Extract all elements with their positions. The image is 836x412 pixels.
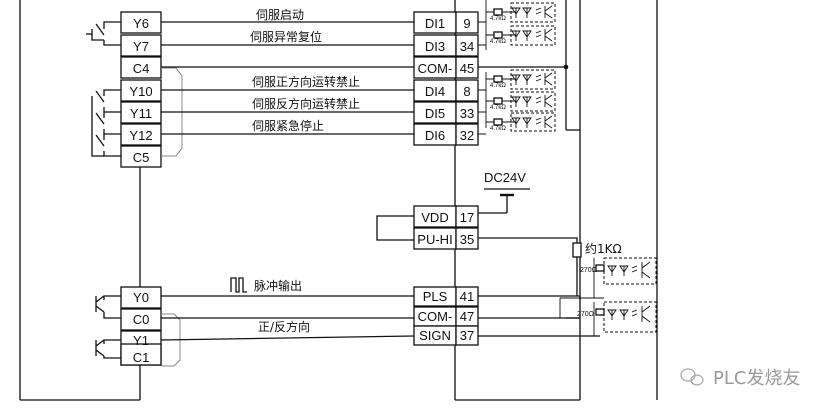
opto-resistor-label-1: 270Ω xyxy=(580,267,597,274)
servo-pin-di3: 34 xyxy=(460,39,474,54)
servo-label-pls: PLS xyxy=(423,289,448,304)
plc-terminal-c4: C4 xyxy=(133,61,150,76)
svg-text:4.7kΩ: 4.7kΩ xyxy=(490,39,506,45)
servo-label-com-1: COM- xyxy=(418,61,453,76)
dc24v-supply: DC24V xyxy=(478,170,530,214)
plc-terminal-c1: C1 xyxy=(133,350,150,365)
plc-terminal-y7: Y7 xyxy=(133,39,149,54)
plc-terminal-c5: C5 xyxy=(133,150,150,165)
svg-text:4.7kΩ: 4.7kΩ xyxy=(490,105,506,111)
servo-label-di3: DI3 xyxy=(425,39,445,54)
servo-pulse-input-circuit: 270Ω 270Ω xyxy=(559,257,657,336)
servo-label-sign: SIGN xyxy=(419,328,451,343)
watermark: PLC发烧友 xyxy=(680,368,800,389)
signal-wires-upper xyxy=(161,21,569,135)
pullup-resistor: 约1KΩ xyxy=(572,241,622,265)
servo-pin-di6: 32 xyxy=(460,128,474,143)
svg-text:4.7kΩ: 4.7kΩ xyxy=(490,83,506,89)
transistor-outputs-lower xyxy=(95,295,121,359)
wechat-icon xyxy=(680,368,704,386)
label-servo-reset: 伺服异常复位 xyxy=(250,29,322,44)
svg-text:270Ω: 270Ω xyxy=(577,311,594,318)
label-emergency-stop: 伺服紧急停止 xyxy=(252,118,324,133)
pulse-train-icon xyxy=(230,277,247,293)
servo-pin-com-2: 47 xyxy=(460,309,474,324)
servo-terminal-block-pulse: PLS COM- SIGN 41 47 37 xyxy=(413,286,479,346)
signal-labels: 伺服启动 伺服异常复位 伺服正方向运转禁止 伺服反方向运转禁止 伺服紧急停止 xyxy=(250,8,360,133)
plc-terminal-block-lower: Y0 C0 Y1 C1 xyxy=(120,286,162,366)
servo-pin-sign: 37 xyxy=(460,328,474,343)
servo-terminal-block-upper: DI1 DI3 COM- DI4 DI5 DI6 9 34 45 8 33 32 xyxy=(413,11,479,146)
servo-pin-di5: 33 xyxy=(460,106,474,121)
label-direction: 正/反方向 xyxy=(258,319,310,334)
servo-label-di4: DI4 xyxy=(425,84,445,99)
label-forward-inhibit: 伺服正方向运转禁止 xyxy=(252,74,360,89)
svg-text:4.7kΩ: 4.7kΩ xyxy=(490,126,506,132)
servo-label-di1: DI1 xyxy=(425,16,445,31)
servo-pin-pu-hi: 35 xyxy=(460,232,474,247)
servo-terminal-block-power: VDD PU-HI 17 35 xyxy=(376,205,578,250)
plc-terminal-y0: Y0 xyxy=(133,290,149,305)
plc-terminal-block-upper: Y6 Y7 C4 Y10 Y11 Y12 C5 xyxy=(120,11,162,168)
servo-pin-vdd: 17 xyxy=(460,210,474,225)
servo-label-vdd: VDD xyxy=(421,210,448,225)
plc-terminal-c0: C0 xyxy=(133,312,150,327)
servo-label-di6: DI6 xyxy=(425,128,445,143)
relay-contacts-upper xyxy=(86,21,121,157)
plc-terminal-y10: Y10 xyxy=(129,84,152,99)
plc-terminal-y12: Y12 xyxy=(129,128,152,143)
label-servo-start: 伺服启动 xyxy=(256,8,304,22)
plc-terminal-y11: Y11 xyxy=(130,106,152,121)
plc-terminal-y1: Y1 xyxy=(133,333,149,348)
servo-input-circuit: 4.7kΩ 4.7kΩ 4.7kΩ 4.7kΩ 4.7kΩ xyxy=(478,0,556,135)
servo-label-pu-hi: PU-HI xyxy=(417,232,452,247)
servo-pin-di1: 9 xyxy=(463,16,470,31)
signal-wires-lower xyxy=(160,265,600,341)
servo-pin-pls: 41 xyxy=(460,289,474,304)
dc24v-label: DC24V xyxy=(484,170,526,185)
label-pulse-output: 脉冲输出 xyxy=(254,278,302,293)
servo-label-di5: DI5 xyxy=(425,106,445,121)
servo-label-com-2: COM- xyxy=(418,309,453,324)
servo-pin-com-1: 45 xyxy=(460,61,474,76)
plc-terminal-y6: Y6 xyxy=(133,16,149,31)
servo-pin-di4: 8 xyxy=(463,84,470,99)
input-resistor-label: 4.7kΩ xyxy=(490,16,506,22)
watermark-text: PLC发烧友 xyxy=(713,368,800,389)
label-reverse-inhibit: 伺服反方向运转禁止 xyxy=(252,96,360,111)
pullup-resistor-label: 约1KΩ xyxy=(585,241,622,256)
